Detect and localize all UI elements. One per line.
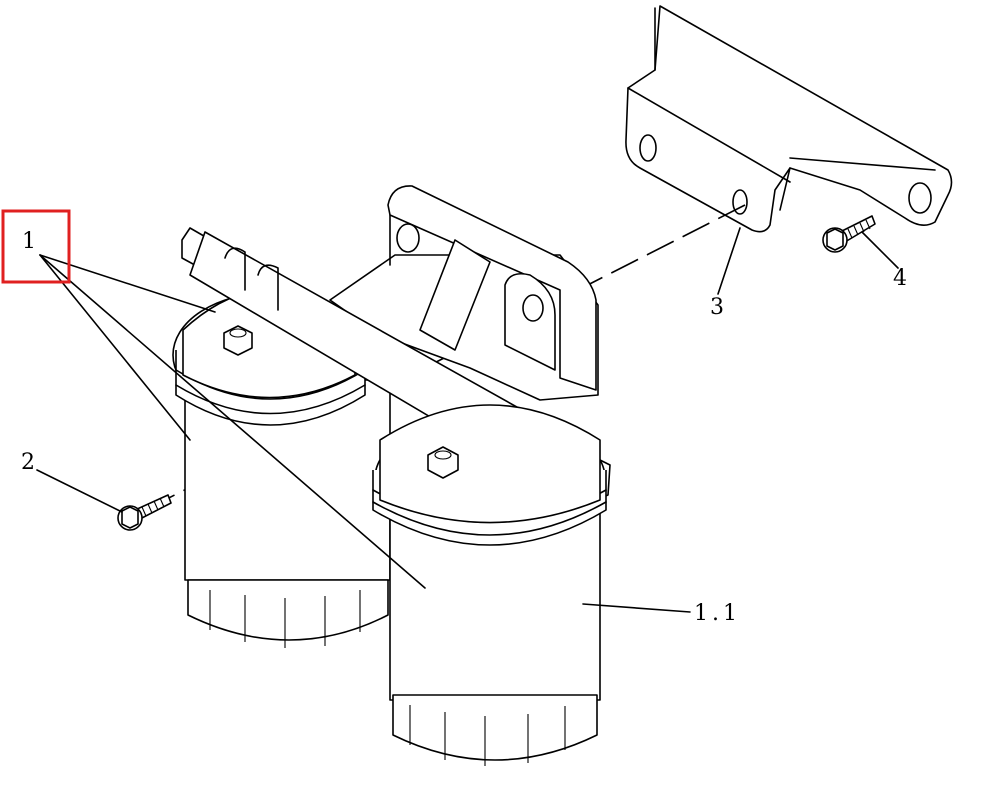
bracket-bolt [822,215,876,253]
leader-lines [36,227,899,613]
callout-label-3: 3 [710,295,724,320]
filter-head [329,185,599,401]
mounting-bracket [625,5,953,233]
filter-right [372,404,607,766]
callout-label-1: 1 [22,229,36,254]
callout-highlight-box [1,209,71,284]
callout-label-2: 2 [21,450,35,475]
mounting-bolt [117,494,172,531]
callout-label-1-1: 1.1 [694,601,741,626]
callout-label-4: 4 [893,266,907,291]
